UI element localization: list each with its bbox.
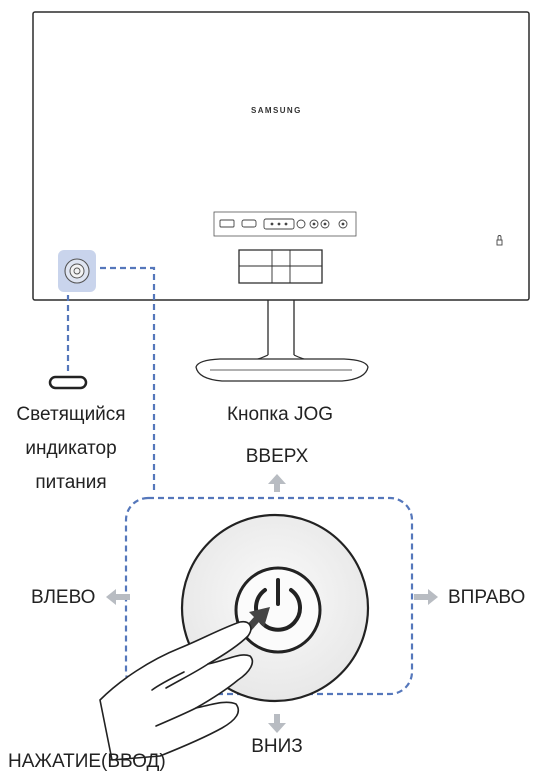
power-icon xyxy=(254,578,302,632)
monitor-stand xyxy=(195,249,369,382)
arrow-left-icon xyxy=(106,589,130,605)
power-indicator-label-line3: питания xyxy=(35,472,107,493)
arrow-down-icon xyxy=(268,714,286,733)
direction-right-label: ВПРАВО xyxy=(448,587,526,608)
jog-button-label: Кнопка JOG xyxy=(226,404,334,425)
arrow-up-icon xyxy=(268,474,286,492)
jog-dashed-connector xyxy=(100,266,156,494)
press-arrow-icon xyxy=(245,607,270,632)
power-indicator-label-line2: индикатор xyxy=(25,438,117,459)
direction-up-label: ВВЕРХ xyxy=(245,446,309,467)
brand-logo: SAMSUNG xyxy=(251,106,302,115)
lock-icon xyxy=(496,235,503,246)
jog-dial-center xyxy=(234,566,322,654)
hand-icon xyxy=(99,620,254,761)
monitor-back xyxy=(32,11,530,301)
direction-left-label: ВЛЕВО xyxy=(31,587,96,608)
port-panel xyxy=(213,211,357,237)
press-enter-label: НАЖАТИЕ(ВВОД) xyxy=(8,751,166,772)
arrow-right-icon xyxy=(414,589,438,605)
power-indicator-icon xyxy=(48,375,88,390)
power-indicator-label-line1: Светящийся xyxy=(16,404,126,425)
direction-down-label: ВНИЗ xyxy=(251,736,303,757)
